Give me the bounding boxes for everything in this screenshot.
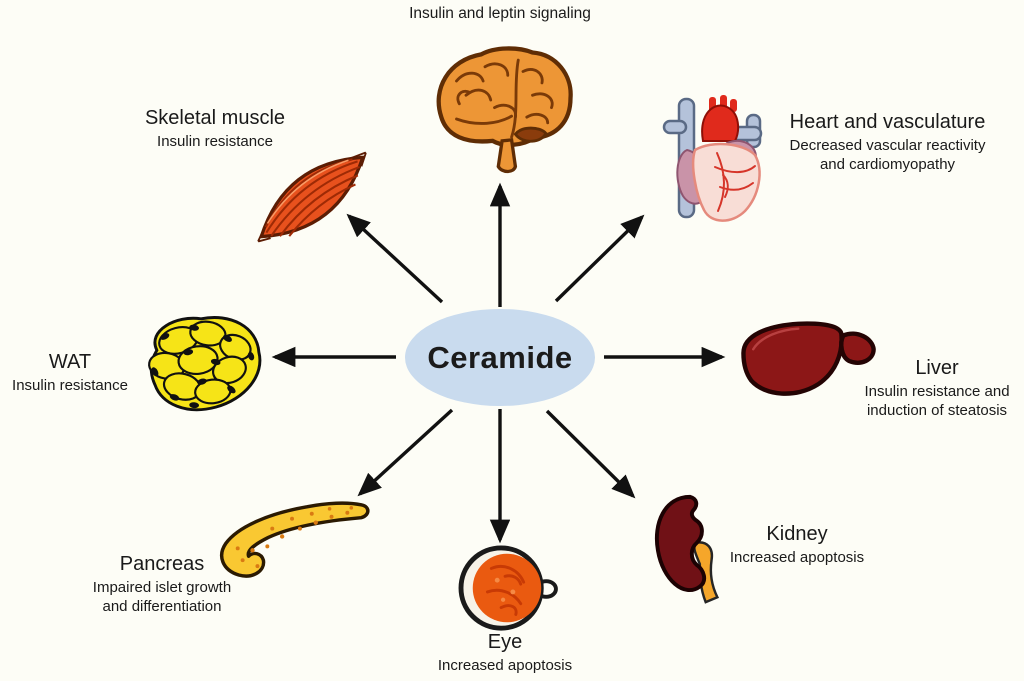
arrow-to-muscle [346,213,444,304]
pancreas-icon [213,489,376,580]
kidney-effect: Increased apoptosis [729,548,865,566]
pancreas-name: Pancreas [119,553,205,575]
pancreas-effect-line2: and differentiation [102,597,222,615]
eye-label: Eye Increased apoptosis [400,630,610,675]
kidney-icon [651,492,737,607]
liver-effect-line2: induction of steatosis [866,401,1008,419]
muscle-label: Skeletal muscle Insulin resistance [95,106,335,151]
kidney-label: Kidney Increased apoptosis [712,522,882,567]
liver-icon [736,314,884,406]
brain-label: Insulin and leptin signaling [330,4,670,24]
arrow-to-kidney [545,409,636,499]
heart-effect-line1: Decreased vascular reactivity [789,136,986,154]
center-label: Ceramide [427,339,573,375]
eye-icon [456,543,558,635]
wat-effect: Insulin resistance [12,376,128,394]
arrow-to-pancreas [357,408,454,497]
muscle-name: Skeletal muscle [144,107,286,129]
liver-label: Liver Insulin resistance and induction o… [845,356,1024,420]
heart-name: Heart and vasculature [789,111,986,133]
center-node-ceramide: Ceramide [405,309,595,406]
eye-effect: Increased apoptosis [437,656,573,674]
heart-label: Heart and vasculature Decreased vascular… [765,110,1010,174]
eye-name: Eye [487,631,523,653]
liver-effect-line1: Insulin resistance and [864,382,1010,400]
arrow-to-heart [554,214,645,303]
pancreas-label: Pancreas Impaired islet growth and diffe… [52,552,272,616]
brain-effect: Insulin and leptin signaling [409,5,591,22]
muscle-effect: Insulin resistance [157,132,273,150]
wat-label: WAT Insulin resistance [2,350,138,395]
kidney-name: Kidney [766,523,828,545]
muscle-icon [238,129,386,264]
brain-icon [428,42,580,177]
heart-icon [657,95,769,227]
heart-effect-line2: and cardiomyopathy [819,155,956,173]
wat-name: WAT [48,351,92,373]
pancreas-effect-line1: Impaired islet growth [92,578,232,596]
adipose-tissue-icon [136,311,266,414]
liver-name: Liver [915,357,959,379]
